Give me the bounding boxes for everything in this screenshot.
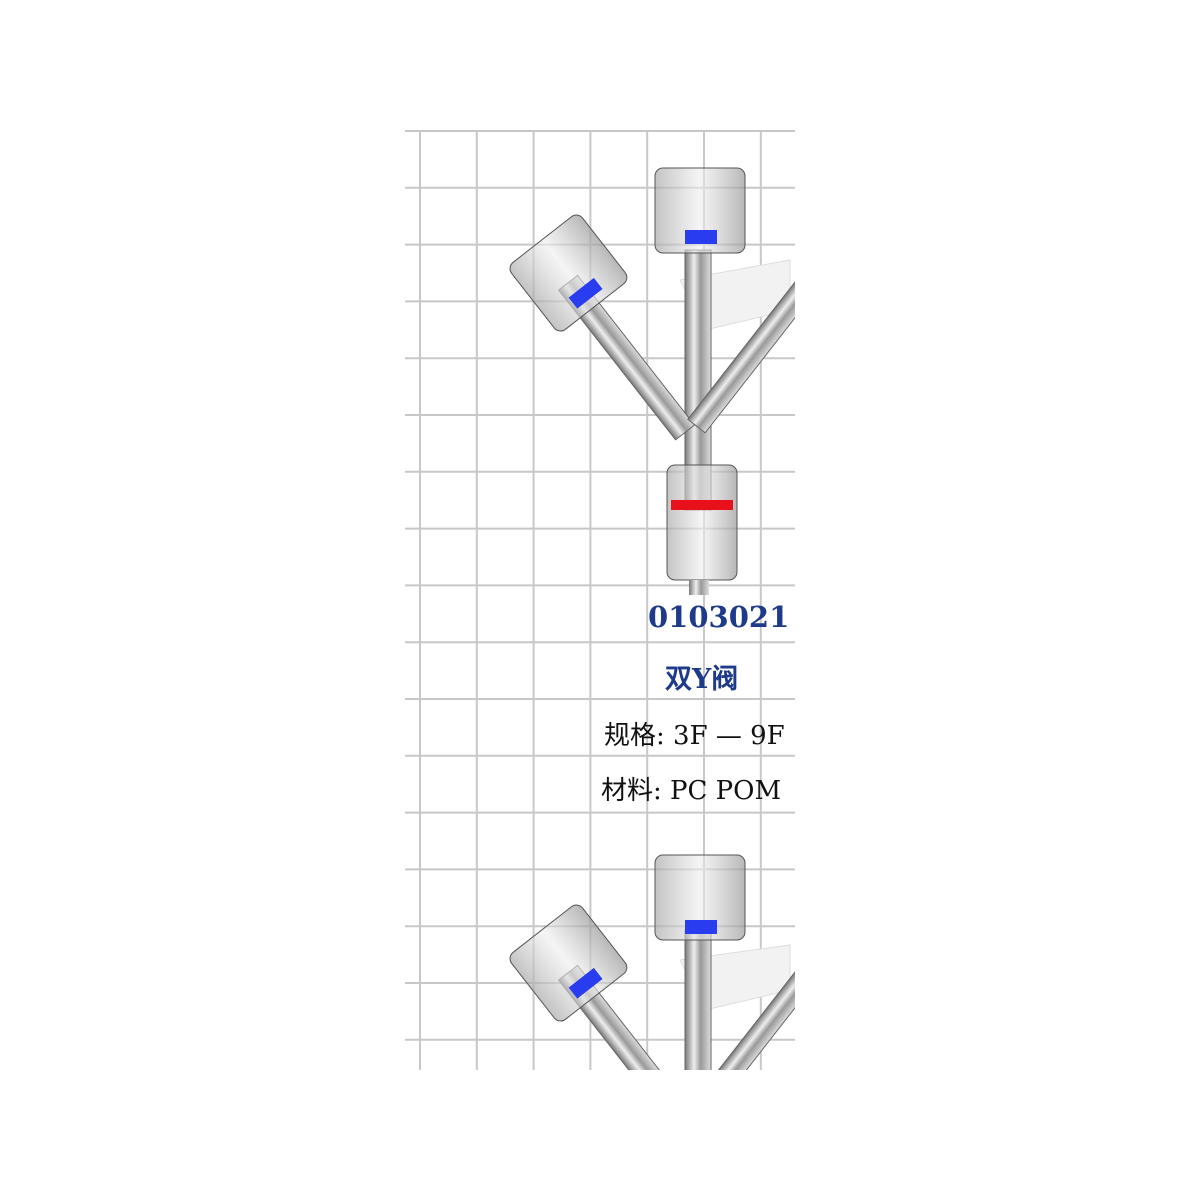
product-card: 0103021 双Y阀 规格: 3F — 9F 材料: PC POM bbox=[405, 130, 795, 1070]
product-name: 双Y阀 bbox=[665, 664, 739, 695]
product-spec: 规格: 3F — 9F bbox=[604, 721, 785, 751]
product-material: 材料: PC POM bbox=[601, 776, 782, 806]
double-y-valve-image bbox=[509, 167, 795, 595]
double-y-valve-image-secondary bbox=[509, 854, 795, 1070]
product-code: 0103021 bbox=[648, 600, 790, 634]
